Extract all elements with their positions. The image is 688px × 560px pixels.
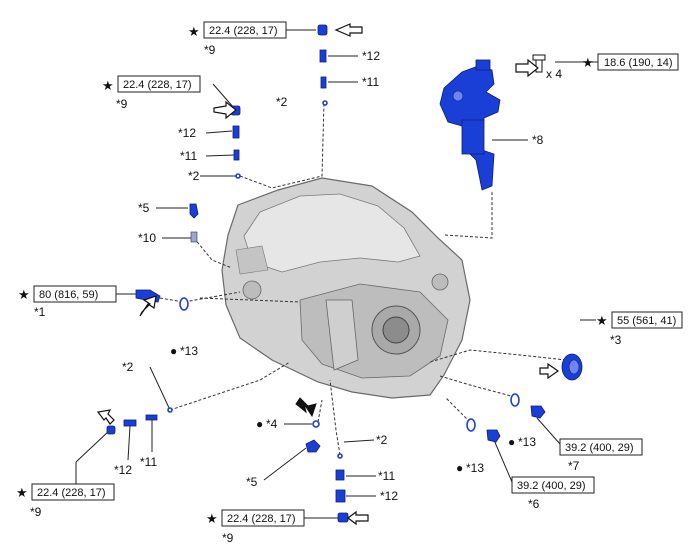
label-10: *10 xyxy=(138,231,156,245)
gasket-bottom-center xyxy=(335,489,346,503)
dot-icon: ● xyxy=(256,417,263,431)
o-ring-lower-center xyxy=(312,420,320,428)
label-12: *12 xyxy=(114,463,132,477)
label-11: *11 xyxy=(378,469,395,483)
label-5: *5 xyxy=(138,201,150,215)
torque-spec-8: ★ 22.4 (228, 17) xyxy=(16,483,115,501)
label-3: *3 xyxy=(610,333,622,347)
star-icon: ★ xyxy=(206,512,218,527)
arrow-lower-left-icon xyxy=(96,409,115,425)
quantity-label: x 4 xyxy=(546,67,562,81)
torque-value: 39.2 (400, 29) xyxy=(565,442,634,454)
o-ring-top-center xyxy=(322,100,328,106)
label-11: *11 xyxy=(180,149,197,163)
label-13: *13 xyxy=(466,461,484,475)
solid-leader-lines xyxy=(75,29,598,519)
seal-bottom-center xyxy=(335,469,345,481)
seal-upper-left xyxy=(233,149,240,161)
torque-spec-1: ★ 22.4 (228, 17) xyxy=(188,21,287,40)
dashed-leader-lines xyxy=(159,77,567,456)
label-2: *2 xyxy=(122,360,134,374)
label-12: *12 xyxy=(178,126,196,140)
torque-spec-3: ★ 18.6 (190, 14) xyxy=(582,53,679,71)
bolt-top-right xyxy=(532,54,546,73)
torque-value: 80 (816, 59) xyxy=(39,289,98,301)
star-icon: ★ xyxy=(188,25,200,40)
torque-spec-9: ★ 22.4 (228, 17) xyxy=(206,509,305,527)
shift-actuator-assembly xyxy=(439,59,501,191)
gasket-ring-left xyxy=(179,297,189,311)
arrow-drain-plug-icon xyxy=(139,295,157,317)
dot-icon: ● xyxy=(456,461,463,475)
torque-spec-6: 39.2 (400, 29) xyxy=(511,476,595,494)
transaxle-housing xyxy=(221,177,471,399)
plug-lower-left xyxy=(106,425,116,435)
label-9: *9 xyxy=(204,43,216,57)
label-2: *2 xyxy=(376,433,388,447)
seal-lower-left xyxy=(145,414,158,421)
label-4: *4 xyxy=(266,417,278,431)
dowel-left xyxy=(190,231,198,243)
label-9: *9 xyxy=(30,505,42,519)
pin-lower-center xyxy=(305,439,321,453)
label-2: *2 xyxy=(276,95,288,109)
torque-value: 22.4 (228, 17) xyxy=(209,25,278,37)
gasket-ring-right-upper xyxy=(510,393,520,407)
label-11: *11 xyxy=(362,75,379,89)
label-13: *13 xyxy=(518,435,536,449)
star-icon: ★ xyxy=(582,56,594,71)
gasket-upper-left xyxy=(232,125,240,139)
gasket-top-center xyxy=(319,49,327,63)
torque-spec-4: ★ 80 (816, 59) xyxy=(18,285,117,303)
torque-value: 39.2 (400, 29) xyxy=(517,480,586,492)
torque-spec-7: 39.2 (400, 29) xyxy=(559,438,643,456)
arrow-oil-seal-icon xyxy=(539,362,560,380)
label-11: *11 xyxy=(140,455,157,469)
dot-icon: ● xyxy=(170,344,177,358)
label-5: *5 xyxy=(246,475,258,489)
arrow-solid-icon xyxy=(295,397,317,418)
star-icon: ★ xyxy=(102,79,114,94)
label-1: *1 xyxy=(34,305,46,319)
gasket-ring-right-lower xyxy=(466,418,476,432)
torque-spec-2: ★ 22.4 (228, 17) xyxy=(102,75,201,94)
plug-right-lower xyxy=(486,429,501,443)
torque-value: 22.4 (228, 17) xyxy=(37,487,106,499)
star-icon: ★ xyxy=(16,486,28,501)
o-ring-upper-left xyxy=(235,173,241,179)
o-ring-bottom-center xyxy=(337,453,343,459)
label-9: *9 xyxy=(222,531,234,545)
dot-icon: ● xyxy=(508,435,515,449)
arrow-bottom-center-icon xyxy=(347,510,369,526)
gasket-lower-left xyxy=(123,419,137,427)
label-7: *7 xyxy=(568,459,580,473)
label-2: *2 xyxy=(188,169,200,183)
label-8: *8 xyxy=(532,133,544,147)
label-6: *6 xyxy=(528,497,540,511)
arrow-top-center-icon xyxy=(334,23,363,37)
torque-value: 22.4 (228, 17) xyxy=(123,79,192,91)
label-12: *12 xyxy=(362,49,380,63)
star-icon: ★ xyxy=(18,288,30,303)
label-13: *13 xyxy=(180,344,198,358)
callout-labels: *9 *9 *9 *9 *12 *12 *12 *12 *11 *11 *11 … xyxy=(30,43,622,545)
oil-seal-right xyxy=(561,353,583,381)
label-12: *12 xyxy=(380,489,398,503)
seal-top-center xyxy=(320,76,327,89)
plug-top-center xyxy=(317,24,328,36)
arrow-upper-left-icon xyxy=(213,100,237,120)
plug-right-upper xyxy=(530,405,546,419)
arrow-top-right-icon xyxy=(515,58,539,78)
torque-value: 22.4 (228, 17) xyxy=(227,513,296,525)
torque-value: 18.6 (190, 14) xyxy=(604,57,673,69)
o-ring-lower-left xyxy=(167,407,173,413)
star-icon: ★ xyxy=(596,314,608,329)
torque-value: 55 (561, 41) xyxy=(617,315,676,327)
torque-spec-5: ★ 55 (561, 41) xyxy=(596,311,683,329)
pin-left xyxy=(189,203,199,219)
plug-bottom-center xyxy=(337,512,349,523)
label-9: *9 xyxy=(116,97,128,111)
